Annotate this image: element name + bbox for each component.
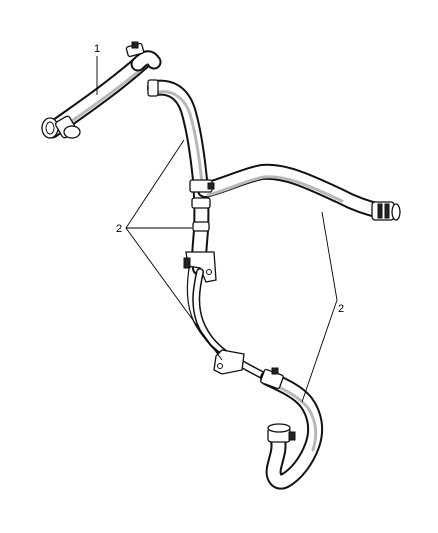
- callout-2-left: 2: [116, 223, 122, 235]
- hose-part-2-upper: [147, 79, 401, 283]
- clamp-icon: [191, 197, 211, 209]
- clamp-screw-icon: [207, 182, 215, 190]
- leader-lines: [96, 56, 338, 403]
- hose-end-icon: [147, 79, 159, 97]
- clamp-icon: [192, 221, 210, 232]
- quick-connector-icon: [371, 201, 401, 221]
- hose-part-2-lower: [186, 261, 324, 490]
- hose-end-icon: [63, 125, 81, 139]
- leader-line-2e: [301, 299, 338, 403]
- leader-line-2d: [321, 211, 338, 301]
- hose-end-icon: [267, 423, 296, 443]
- hose-part-1: [41, 41, 162, 139]
- clamp-screw-icon: [271, 367, 279, 375]
- callout-1: 1: [94, 43, 100, 55]
- leader-line-2a: [125, 139, 185, 229]
- mounting-bracket-icon: [213, 349, 245, 375]
- clamp-screw-icon: [131, 41, 139, 49]
- callout-2-right: 2: [338, 303, 344, 315]
- leader-line-2c: [125, 227, 223, 361]
